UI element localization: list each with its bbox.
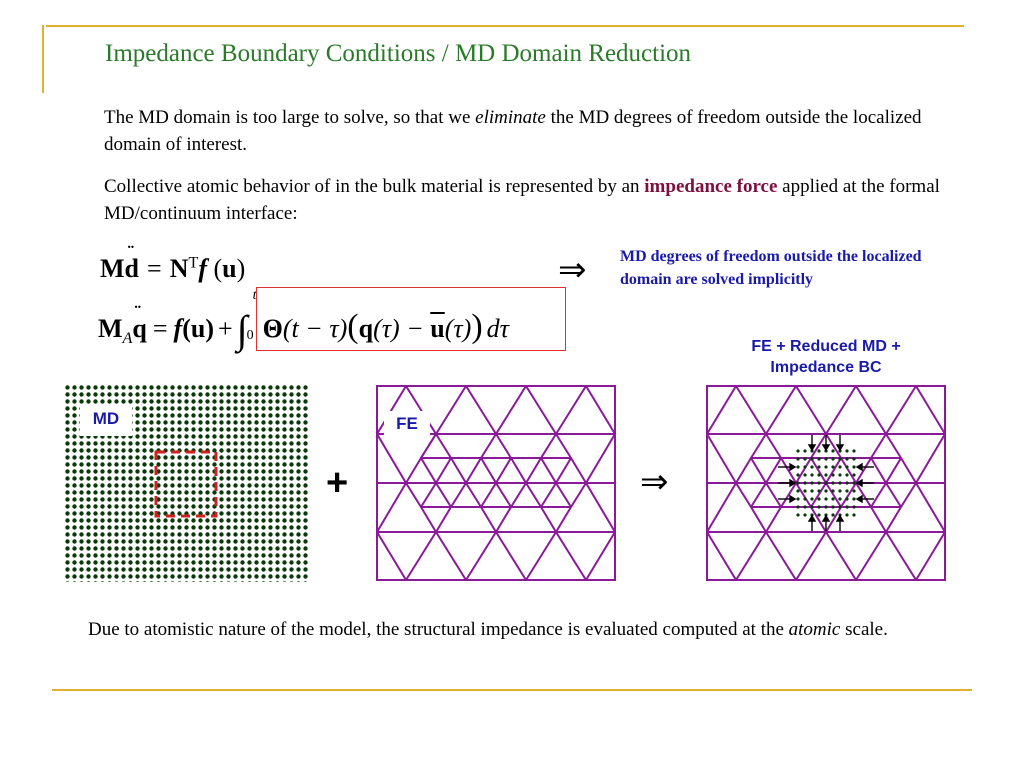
implicit-solution-note: MD degrees of freedom outside the locali… (620, 248, 922, 288)
fe-label: FE (384, 411, 430, 437)
equation-md-motion: Md¨=NTf (u) (100, 242, 246, 283)
md-label: MD (92, 409, 120, 428)
fe-mesh-figure (376, 385, 616, 581)
emphasis-atomic: atomic (788, 619, 841, 640)
u-bar: u (430, 314, 445, 343)
paragraph-collective-behavior: Collective atomic behavior of in the bul… (104, 176, 940, 224)
impedance-force-arrows (778, 435, 874, 531)
emphasis-eliminate: eliminate (475, 107, 546, 128)
slide-title: Impedance Boundary Conditions / MD Domai… (105, 40, 692, 67)
fe-reduced-md-label: FE + Reduced MD +Impedance BC (751, 338, 901, 376)
md-label-background (80, 406, 132, 436)
left-accent-rule (42, 25, 44, 93)
paragraph-atomic-scale: Due to atomistic nature of the model, th… (88, 619, 888, 640)
reduced-md-atoms (796, 449, 856, 517)
top-accent-rule (46, 25, 964, 27)
bottom-accent-rule (52, 689, 972, 691)
md-localized-region (154, 450, 218, 518)
fe-reduced-md-figure (706, 385, 946, 581)
implies-arrow-bottom: ⇒ (640, 462, 669, 502)
q-double-dot: q¨ (132, 302, 147, 343)
implies-arrow-top: ⇒ (558, 250, 587, 290)
paragraph-md-domain: The MD domain is too large to solve, so … (104, 107, 922, 155)
impedance-term-highlight-box (256, 287, 566, 351)
plus-sign: + (326, 462, 349, 504)
highlight-impedance-force: impedance force (644, 176, 778, 197)
d-double-dot: d¨ (124, 242, 140, 283)
